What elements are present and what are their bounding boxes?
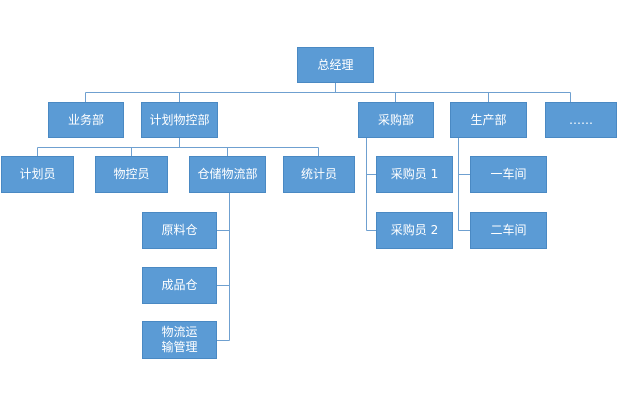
node-workshop-2: 二车间 — [470, 212, 547, 249]
node-sales-dept: 业务部 — [48, 102, 124, 138]
node-purchaser-2: 采购员 2 — [376, 212, 453, 249]
node-logistics-transport: 物流运输管理 — [142, 321, 217, 359]
node-label: 物控员 — [113, 167, 150, 181]
node-label: 一车间 — [490, 167, 527, 181]
node-purchasing-dept: 采购部 — [358, 102, 434, 138]
node-general-manager: 总经理 — [297, 47, 374, 83]
node-label: 计划物控部 — [149, 112, 210, 127]
node-label: 生产部 — [470, 112, 507, 127]
node-production-dept: 生产部 — [450, 102, 527, 138]
node-label: 采购员 2 — [390, 223, 439, 237]
node-label: 成品仓 — [161, 278, 198, 292]
node-label: 总经理 — [317, 57, 354, 72]
node-label: 仓储物流部 — [197, 167, 258, 181]
node-finished-goods-warehouse: 成品仓 — [142, 267, 217, 304]
node-workshop-1: 一车间 — [470, 156, 547, 193]
node-label: …… — [569, 112, 593, 127]
node-label: 计划员 — [19, 167, 56, 181]
node-raw-material-warehouse: 原料仓 — [142, 212, 217, 249]
node-material-controller: 物控员 — [95, 156, 168, 193]
node-label: 采购部 — [377, 112, 414, 127]
node-label: 采购员 1 — [390, 167, 439, 181]
node-statistician: 统计员 — [283, 156, 355, 193]
node-label: 二车间 — [490, 223, 527, 237]
node-other-dept: …… — [545, 102, 617, 138]
node-purchaser-1: 采购员 1 — [376, 156, 453, 193]
node-planner: 计划员 — [1, 156, 74, 193]
node-label: 统计员 — [300, 167, 337, 181]
node-warehouse-logistics: 仓储物流部 — [189, 156, 266, 193]
node-label: 原料仓 — [161, 223, 198, 237]
node-label: 业务部 — [67, 112, 104, 127]
node-planning-dept: 计划物控部 — [141, 102, 218, 138]
node-label: 物流运输管理 — [161, 325, 198, 354]
